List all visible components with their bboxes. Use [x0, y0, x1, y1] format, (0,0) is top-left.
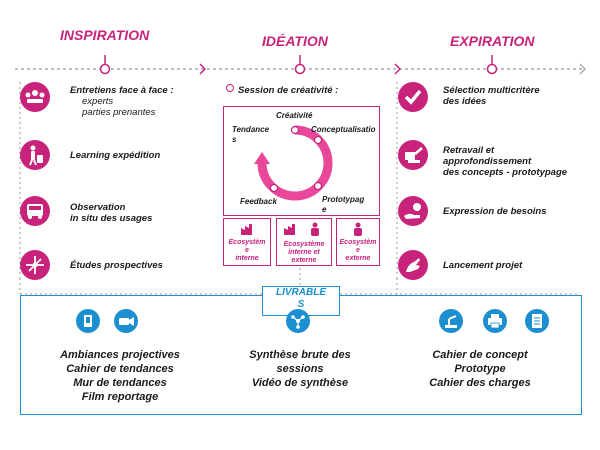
cycle-label-feedback: Feedback — [240, 197, 277, 206]
ecosystem-box-externe: Ecosystèm e externe — [336, 218, 380, 266]
ecosystem-box-interne: Ecosystèm e interne — [223, 218, 271, 266]
livrables-right-text: Cahier de concept Prototype Cahier des c… — [429, 349, 531, 389]
cycle-label-conceptualisation: Conceptualisatio — [311, 125, 376, 134]
bus-icon — [20, 196, 50, 226]
phase-title-expiration: EXPIRATION — [450, 33, 535, 49]
inspiration-item-label: Learning expédition — [70, 150, 161, 161]
cycle-label-tendances: Tendance s — [232, 125, 270, 144]
book-icon — [76, 309, 100, 333]
robot-arm-icon — [439, 309, 463, 333]
factory-icon — [284, 224, 295, 235]
inspiration-item-sub: experts parties prenantes — [82, 96, 156, 118]
expiration-item-label: Sélection multicritère des idées — [443, 85, 540, 107]
inspiration-item-label: Études prospectives — [70, 260, 163, 271]
inspiration-item-label: Observation in situ des usages — [70, 202, 153, 224]
camera-icon — [114, 309, 138, 333]
session-bullet — [226, 84, 234, 92]
person-icon — [311, 222, 319, 236]
ecosystem-box-interne-externe: Ecosystème interne et externe — [276, 218, 332, 266]
arrows-icon — [20, 250, 50, 280]
session-label: Session de créativité : — [238, 85, 339, 96]
phase-title-ideation: IDÉATION — [262, 33, 328, 49]
cycle-label-creativite: Créativité — [276, 111, 313, 120]
timeline — [15, 55, 586, 75]
printer-icon — [483, 309, 507, 333]
inspiration-item-label: Entretiens face à face : — [70, 85, 174, 96]
hand-money-icon — [398, 196, 428, 226]
hand-launch-icon — [398, 250, 428, 280]
ecosystem-label: Ecosystèm e interne — [228, 239, 266, 262]
ecosystem-label: Ecosystème interne et externe — [283, 241, 325, 264]
expiration-item-label: Retravail et approfondissement des conce… — [443, 145, 568, 178]
meeting-icon — [20, 82, 50, 112]
document-icon — [525, 309, 549, 333]
expiration-connector — [396, 82, 398, 282]
ecosystem-label: Ecosystèm e externe — [339, 239, 377, 262]
inspiration-connector — [19, 82, 21, 282]
checkmark-icon — [398, 82, 428, 112]
expiration-item-label: Lancement projet — [443, 260, 523, 271]
cycle-label-prototypage: Prototypag e — [322, 195, 365, 214]
expiration-item-label: Expression de besoins — [443, 206, 547, 217]
traveler-icon — [20, 140, 50, 170]
phase-title-inspiration: INSPIRATION — [60, 27, 150, 43]
livrables-center-text: Synthèse brute des sessions Vidéo de syn… — [249, 349, 351, 389]
livrables-left-text: Ambiances projectives Cahier de tendance… — [60, 349, 180, 403]
person-icon — [354, 222, 362, 236]
cycle-ring — [254, 125, 333, 201]
tools-icon — [398, 140, 428, 170]
network-icon — [286, 309, 310, 333]
factory-icon — [241, 224, 252, 235]
